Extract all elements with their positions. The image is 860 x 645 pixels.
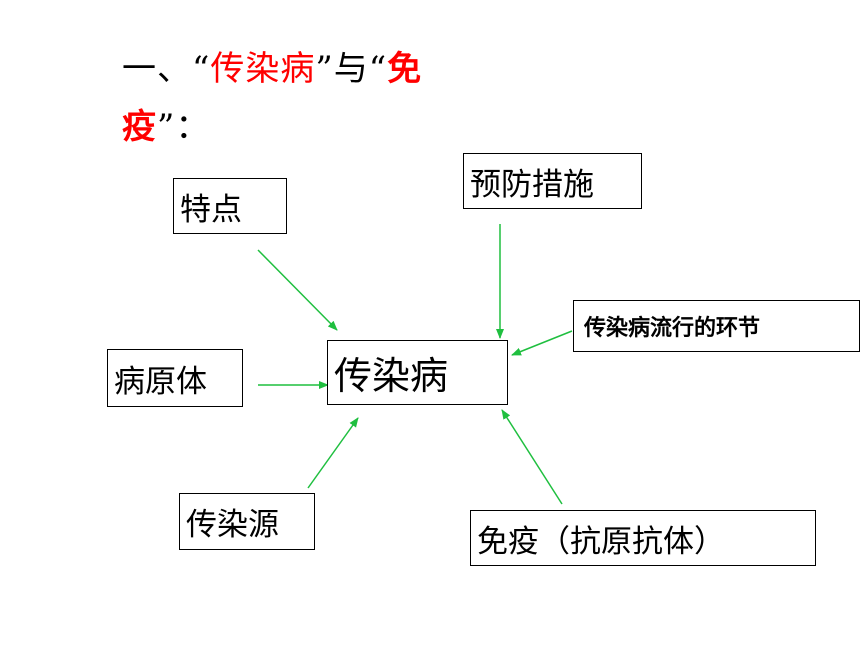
page-title: 一、“传染病”与“免疫”： bbox=[122, 40, 492, 156]
node-pathogen: 病原体 bbox=[107, 349, 243, 407]
arrow-features-to-center bbox=[257, 249, 338, 331]
title-middle: ”与“ bbox=[315, 49, 388, 89]
title-suffix: ”： bbox=[157, 107, 211, 147]
title-term-infectious-disease: 传染病 bbox=[210, 49, 316, 89]
node-features-label: 特点 bbox=[180, 191, 242, 228]
node-center-infectious-disease: 传染病 bbox=[327, 340, 508, 405]
title-prefix: 一、“ bbox=[122, 49, 211, 89]
node-epidemic-links-label: 传染病流行的环节 bbox=[584, 316, 761, 341]
arrow-epidemic-links-to-center bbox=[511, 330, 573, 356]
node-immunity-label: 免疫（抗原抗体） bbox=[477, 523, 725, 560]
arrow-immunity-to-center bbox=[501, 409, 563, 505]
arrow-infection-source-to-center bbox=[307, 417, 359, 489]
node-features: 特点 bbox=[173, 178, 287, 234]
node-center-label: 传染病 bbox=[334, 354, 449, 398]
node-pathogen-label: 病原体 bbox=[114, 363, 207, 400]
node-infection-source-label: 传染源 bbox=[186, 507, 279, 543]
node-prevention-label: 预防措施 bbox=[470, 166, 594, 203]
node-epidemic-links: 传染病流行的环节 bbox=[573, 300, 860, 352]
node-immunity: 免疫（抗原抗体） bbox=[470, 510, 816, 566]
title-term-immunity-part2: 疫 bbox=[122, 107, 157, 147]
node-infection-source: 传染源 bbox=[179, 493, 315, 550]
title-term-immunity-part1: 免 bbox=[387, 49, 423, 89]
node-prevention: 预防措施 bbox=[463, 153, 642, 209]
